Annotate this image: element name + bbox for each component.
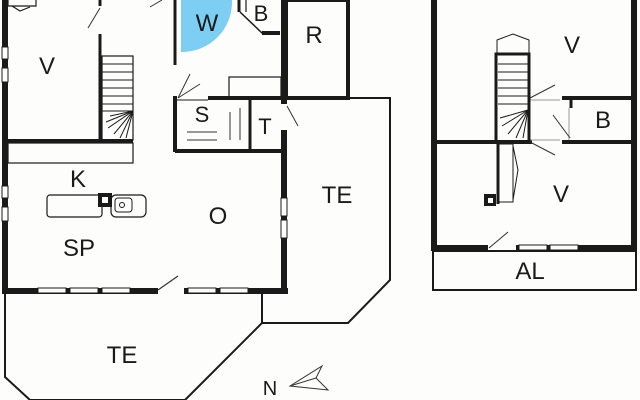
- window: [1, 46, 9, 60]
- window: [101, 287, 131, 294]
- room-label-o: O: [208, 203, 228, 230]
- room-label-t: T: [258, 114, 272, 139]
- window: [69, 287, 99, 294]
- wc-area: [181, 0, 233, 53]
- door-swing: [157, 275, 179, 291]
- window: [187, 287, 217, 294]
- window: [280, 197, 288, 217]
- room-label-w: W: [195, 10, 219, 37]
- room-label-b: B: [594, 107, 612, 134]
- room-label-r: R: [305, 22, 323, 49]
- window: [1, 185, 9, 199]
- room-label-s: S: [194, 102, 210, 127]
- room-label-sp: SP: [62, 235, 96, 262]
- kitchen-counter: [7, 142, 134, 164]
- window: [1, 67, 9, 83]
- room-label-te: TE: [106, 342, 138, 369]
- compass-label: N: [262, 378, 278, 400]
- kitchen-island: [46, 194, 103, 218]
- room-r-outline: [284, 0, 350, 100]
- room-label-v: V: [38, 53, 56, 80]
- upper-stairs: [494, 52, 531, 144]
- room-label-v: V: [552, 181, 570, 208]
- room-label-k: K: [69, 166, 87, 193]
- window: [1, 206, 9, 222]
- window: [280, 219, 288, 239]
- window: [219, 287, 249, 294]
- balcony-al-outline: [432, 250, 637, 291]
- room-label-v: V: [563, 32, 581, 59]
- window: [37, 287, 67, 294]
- room-label-te: TE: [321, 182, 353, 209]
- room-label-al: AL: [515, 258, 545, 285]
- room-label-b: B: [253, 1, 269, 26]
- north-arrow-icon: [288, 364, 330, 391]
- door-opening: [158, 287, 184, 294]
